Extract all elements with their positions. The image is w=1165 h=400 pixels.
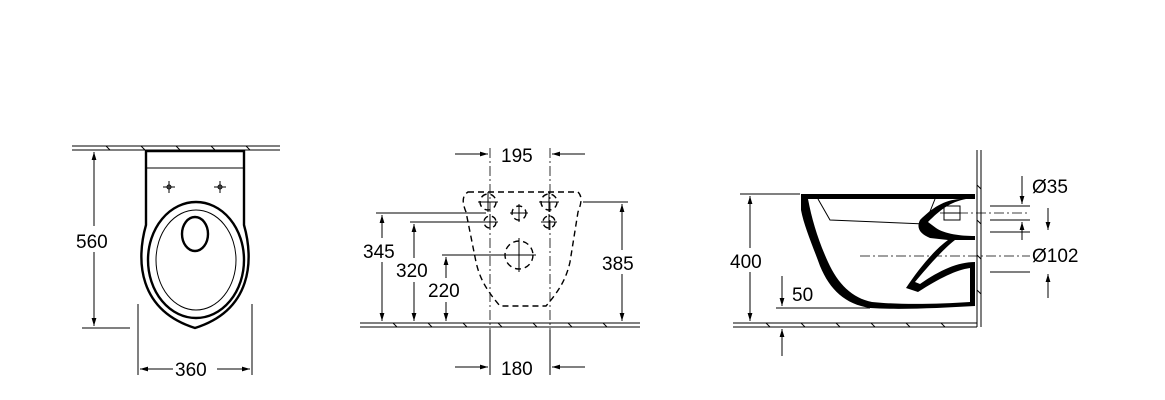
bowl-silhouette-dashed — [462, 191, 582, 307]
side-height-label: 400 — [730, 252, 762, 273]
floor-strip-fixing — [360, 322, 640, 328]
side-outlet-diameter-label: Ø102 — [1032, 246, 1078, 267]
fixing-bottom-spacing-label: 180 — [501, 359, 533, 380]
bowl-rim-front — [146, 200, 246, 320]
fixing-345-label: 345 — [363, 242, 395, 263]
side-floor-gap-label: 50 — [792, 285, 813, 306]
fixing-220-label: 220 — [428, 281, 460, 302]
front-view: 560 360 — [72, 145, 280, 381]
side-inlet-diameter-label: Ø35 — [1032, 177, 1068, 198]
bowl-inner-front — [155, 209, 237, 311]
fixing-top-spacing-label: 195 — [501, 146, 533, 167]
wall-strip-side — [976, 150, 982, 327]
fixing-mark-left-icon — [163, 181, 175, 193]
fixing-320-label: 320 — [396, 261, 428, 282]
fixing-mark-right-icon — [214, 181, 226, 193]
bowl-outline-front — [140, 149, 250, 330]
front-width-label: 360 — [175, 360, 207, 381]
flush-hole-front — [180, 215, 210, 253]
floor-strip-side — [733, 322, 977, 328]
fixing-view: 195 180 345 320 220 385 — [360, 146, 644, 380]
side-view: Ø35 Ø102 400 50 — [728, 150, 1078, 356]
bowl-profile-side — [801, 194, 975, 309]
front-height-label: 560 — [76, 232, 108, 253]
fixing-385-label: 385 — [602, 254, 634, 275]
wall-strip-front — [72, 145, 280, 151]
